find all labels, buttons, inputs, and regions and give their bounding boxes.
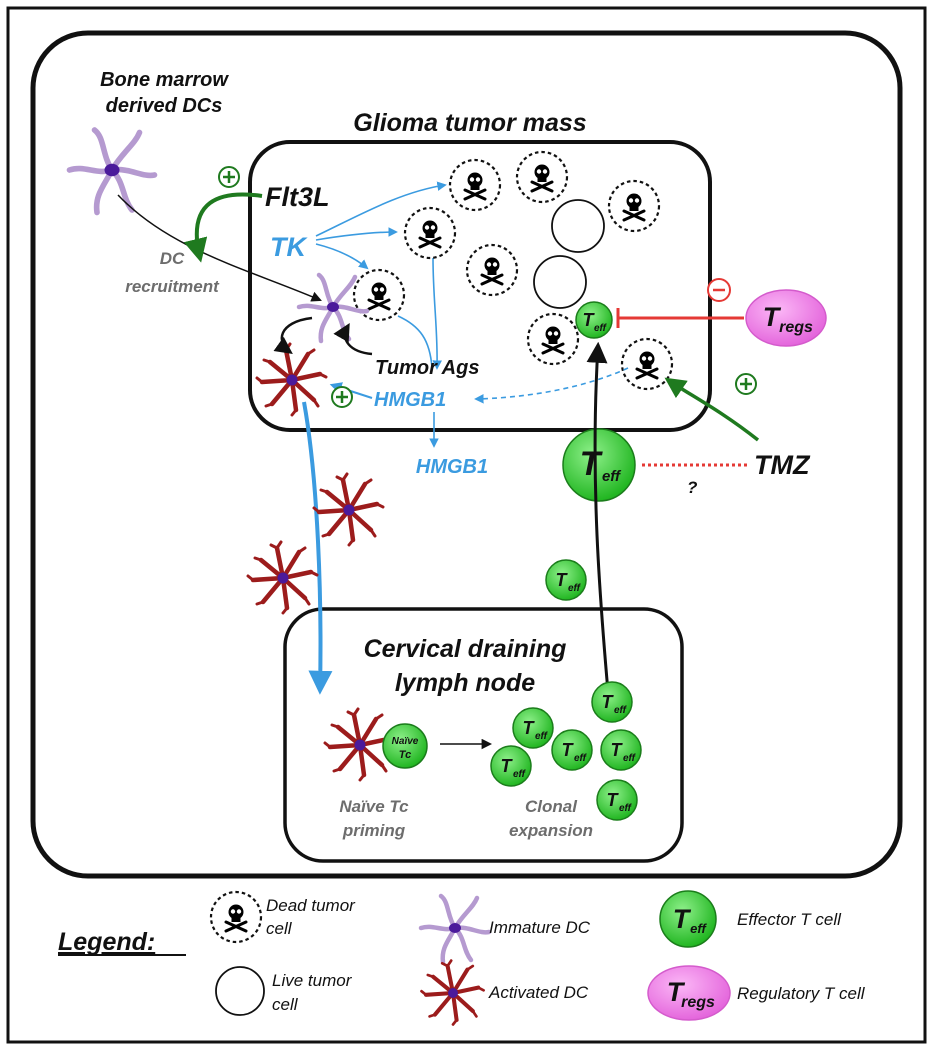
legend-dead-tumor-icon [211,892,261,942]
svg-text:T: T [580,445,604,483]
svg-text:T: T [602,692,615,712]
legend-live-tumor-label-2: cell [272,995,299,1014]
svg-text:eff: eff [690,921,707,936]
legend-title: Legend: [58,928,155,956]
teff-cell-small: T eff [545,559,587,601]
svg-text:T: T [763,302,782,332]
dead-tumor-cell [622,339,672,389]
svg-text:eff: eff [619,803,633,814]
question-mark: ? [687,478,698,497]
dc-migration-arrow [302,401,333,695]
svg-text:eff: eff [614,705,628,716]
svg-text:Tc: Tc [399,749,411,761]
bone-marrow-label-2: derived DCs [106,95,223,117]
dead-tumor-cell [450,160,500,210]
svg-text:eff: eff [602,468,622,485]
dc-recruitment-arrow [117,194,322,302]
svg-text:eff: eff [568,583,582,594]
tumor-ags-arrow [333,322,373,356]
legend-dead-tumor-label-2: cell [266,919,293,938]
naive-tc-cell: Naïve Tc [382,723,428,769]
bone-marrow-label-1: Bone marrow [100,69,229,91]
legend-activated-dc-label: Activated DC [488,983,589,1002]
plus-icon-hmgb1 [331,386,353,408]
teff-cell-tumor: T eff [575,301,613,339]
svg-text:T: T [583,310,596,330]
svg-text:T: T [607,790,620,810]
naive-priming-label-1: Naïve Tc [339,797,409,816]
dc-recruitment-label-2: recruitment [125,277,220,296]
minus-icon-tregs [707,278,731,302]
svg-text:T: T [611,740,624,760]
svg-text:T: T [673,904,692,934]
legend-live-tumor-label-1: Live tumor [272,971,353,990]
dc-recruitment-label-1: DC [160,249,185,268]
glioma-title: Glioma tumor mass [353,109,586,137]
svg-text:T: T [562,740,575,760]
legend-regulatory-label: Regulatory T cell [737,984,866,1003]
tregs-cell: T regs [745,289,827,347]
flt3l-label: Flt3L [265,182,330,212]
lymph-node-box [283,607,684,863]
teff-migration-arrow [586,341,610,693]
svg-text:T: T [667,977,686,1007]
legend-effector-icon: T eff [659,890,717,948]
tk-label: TK [270,232,308,262]
svg-text:regs: regs [779,319,813,336]
hmgb1-inside-label: HMGB1 [374,389,446,411]
svg-text:eff: eff [623,753,637,764]
svg-text:eff: eff [535,731,549,742]
legend-dead-tumor-label-1: Dead tumor [266,896,356,915]
hmgb1-outside-label: HMGB1 [416,456,488,478]
legend-immature-dc-label: Immature DC [489,918,591,937]
svg-text:regs: regs [681,994,715,1011]
svg-text:eff: eff [513,769,527,780]
svg-text:T: T [556,570,569,590]
dead-tumor-cell [528,314,578,364]
dead-tumor-cell [517,152,567,202]
tmz-arrow [664,377,760,442]
lymph-node-title-2: lymph node [395,669,535,697]
svg-text:eff: eff [594,323,608,334]
svg-text:T: T [523,718,536,738]
teff-cell-circulating: T eff [562,428,636,502]
tmz-label: TMZ [754,450,811,480]
clonal-expansion-label-1: Clonal [525,797,578,816]
maturation-arrow [273,316,313,355]
naive-priming-label-2: priming [342,821,406,840]
dead-tumor-cell [609,181,659,231]
svg-text:T: T [501,756,514,776]
svg-text:eff: eff [574,753,588,764]
plus-icon-flt3l [218,166,240,188]
tk-arrows [315,181,447,370]
dead-cell-hmgb1-arrow [474,367,629,404]
tumor-ags-label: Tumor Ags [375,357,479,379]
svg-text:Naïve: Naïve [392,736,419,747]
lymph-node-title-1: Cervical draining [364,635,567,663]
live-tumor-cell [551,199,605,253]
legend-regulatory-icon: T regs [647,965,731,1021]
clonal-expansion-label-2: expansion [509,821,593,840]
dead-tumor-cell [405,208,455,258]
dead-tumor-cell [467,245,517,295]
plus-icon-tmz [735,373,757,395]
flt3l-arrow [183,192,263,263]
legend-effector-label: Effector T cell [737,910,842,929]
legend-live-tumor-icon [215,966,265,1016]
live-tumor-cell [533,255,587,309]
